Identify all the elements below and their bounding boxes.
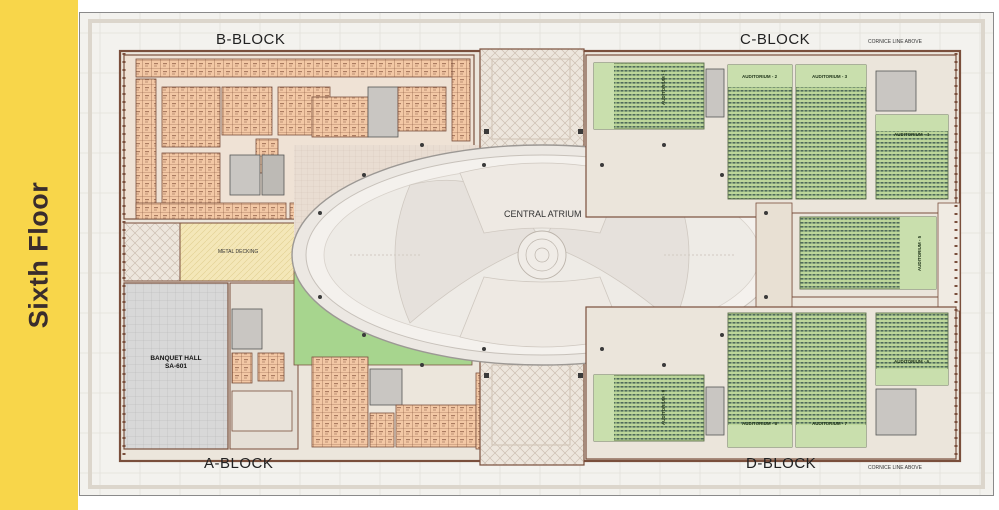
metal-decking-label: METAL DECKING xyxy=(218,249,259,255)
c-block-label: C-BLOCK xyxy=(740,31,811,48)
banquet-hall-name: BANQUET HALL xyxy=(150,355,202,362)
auditorium-9-label: AUDITORIUM - 9 xyxy=(661,389,667,426)
auditorium-6-label: AUDITORIUM - 6 xyxy=(894,359,930,364)
floor-title: Sixth Floor xyxy=(23,181,54,329)
a-block-label: A-BLOCK xyxy=(204,455,274,472)
floor-plan: B-BLOCK C-BLOCK A-BLOCK D-BLOCK CORNICE … xyxy=(79,12,994,496)
d-block-label: D-BLOCK xyxy=(746,455,817,472)
auditorium-8-label: AUDITORIUM - 8 xyxy=(742,421,778,426)
floor-title-band: Sixth Floor xyxy=(0,0,78,510)
banquet-hall-code: SA-601 xyxy=(164,363,188,370)
auditorium-3-label: AUDITORIUM - 3 xyxy=(812,74,848,79)
banquet-hall-label: BANQUET HALL SA-601 xyxy=(136,355,216,371)
auditorium-7-label: AUDITORIUM - 7 xyxy=(812,421,848,426)
cornice-line-top-label: CORNICE LINE ABOVE xyxy=(868,39,922,45)
floor-plan-drawing xyxy=(80,13,993,495)
cornice-line-bottom-label: CORNICE LINE ABOVE xyxy=(868,465,922,471)
auditorium-1-label: AUDITORIUM - 1 xyxy=(661,69,667,106)
auditorium-2-label: AUDITORIUM - 2 xyxy=(742,74,778,79)
b-block-label: B-BLOCK xyxy=(216,31,286,48)
central-atrium-label: CENTRAL ATRIUM xyxy=(504,209,582,219)
auditorium-5-label: AUDITORIUM - 5 xyxy=(917,235,923,272)
auditorium-4-label: AUDITORIUM - 4 xyxy=(894,132,930,137)
